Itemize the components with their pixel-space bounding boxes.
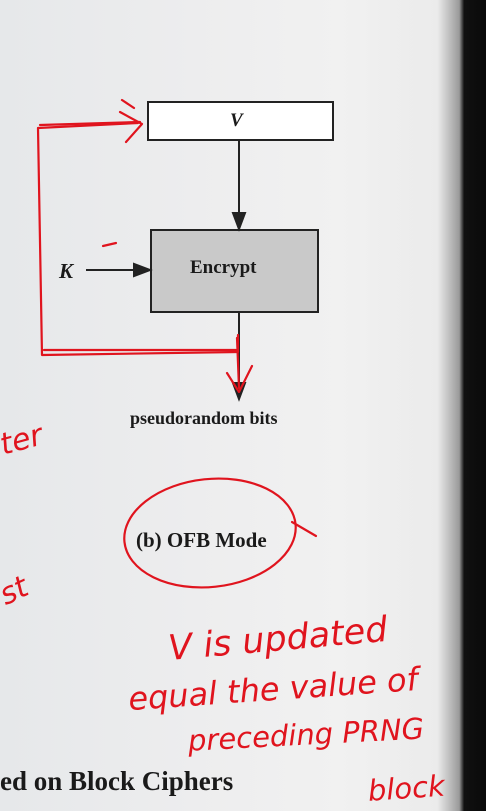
encrypt-box bbox=[150, 229, 319, 313]
note-line-1: V is updated bbox=[167, 610, 390, 669]
k-dash-stroke bbox=[101, 241, 118, 248]
section-title-fragment: ed on Block Ciphers bbox=[0, 766, 234, 796]
v-register-box bbox=[147, 101, 334, 141]
ofb-mode-circle bbox=[123, 477, 297, 589]
k-label: K bbox=[59, 259, 74, 283]
v-label: V bbox=[230, 110, 243, 131]
feedback-arrowhead-stroke bbox=[118, 110, 144, 144]
margin-note-fragment-1: ter bbox=[0, 417, 48, 462]
pseudorandom-bits-label: pseudorandom bits bbox=[130, 408, 278, 428]
feedback-loop-stroke bbox=[36, 121, 240, 357]
output-arrowhead-stroke bbox=[225, 364, 254, 394]
ofb-mode-caption: (b) OFB Mode bbox=[136, 528, 267, 552]
feedback-loop-top-stroke bbox=[38, 120, 142, 127]
output-arrow-stroke bbox=[235, 336, 241, 390]
note-line-4: block bbox=[367, 769, 447, 808]
encrypt-label: Encrypt bbox=[190, 257, 257, 278]
margin-note-fragment-2: st bbox=[0, 569, 35, 613]
k-to-encrypt-arrowhead bbox=[133, 262, 153, 278]
v-to-encrypt-arrowhead bbox=[231, 212, 247, 232]
feedback-arrowhead-tick bbox=[120, 98, 136, 110]
note-line-3: preceding PRNG bbox=[186, 711, 425, 757]
ofb-circle-tail bbox=[290, 520, 318, 538]
